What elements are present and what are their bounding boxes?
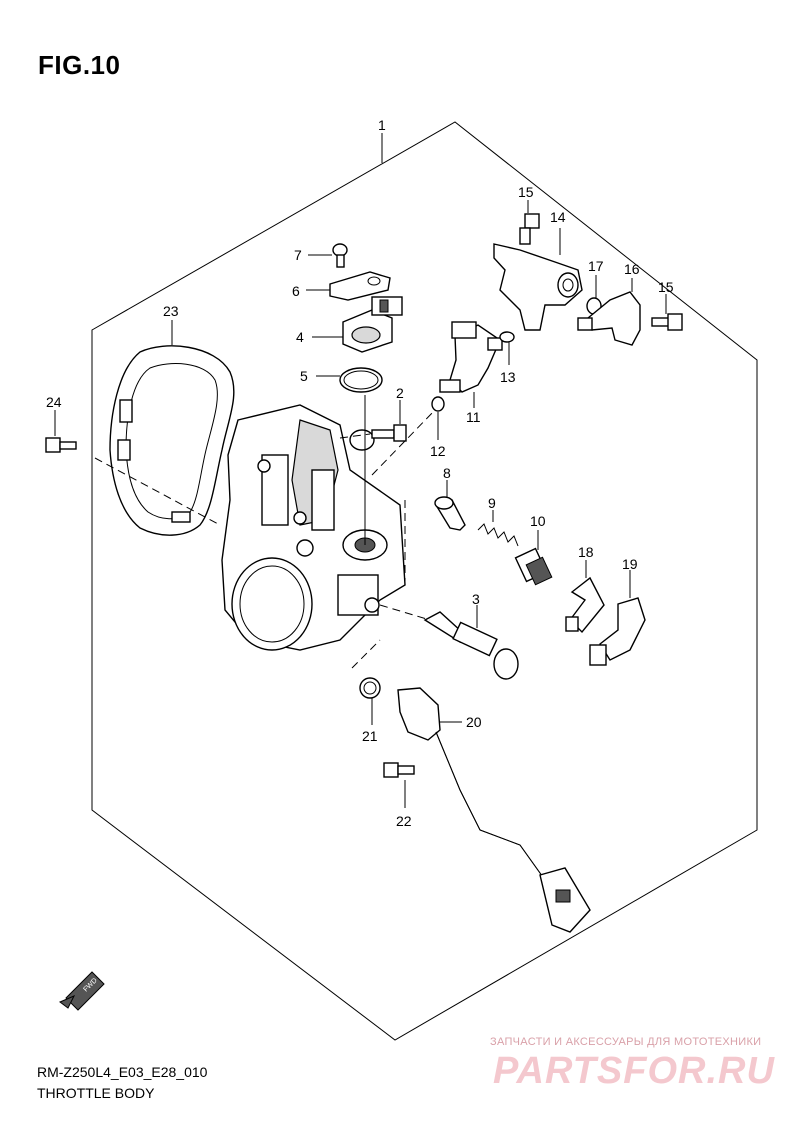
part-12-o-ring[interactable] [431, 396, 445, 412]
part-21-o-ring[interactable] [359, 677, 381, 699]
part-15-bolt-right[interactable] [651, 313, 683, 331]
figure-title: FIG.10 [38, 50, 121, 80]
part-16-joint[interactable] [577, 291, 641, 346]
part-9-spring[interactable] [477, 523, 519, 547]
part-13-o-ring[interactable] [499, 331, 515, 343]
callout-11: 11 [466, 409, 481, 425]
throttle-body-main[interactable] [221, 404, 406, 651]
part-7-screw[interactable] [332, 243, 348, 268]
part-24-bolt[interactable] [45, 437, 77, 453]
part-6-plate[interactable] [329, 271, 391, 301]
callout-4: 4 [296, 329, 304, 345]
callout-1: 1 [378, 117, 386, 133]
fwd-arrow: FWD [59, 971, 105, 1011]
watermark-brand: PARTSFOR.RU [493, 1050, 775, 1092]
part-11-fuel-injector[interactable] [439, 321, 503, 393]
callout-14: 14 [550, 209, 566, 225]
callout-2: 2 [396, 385, 404, 401]
part-20-sensor-harness[interactable] [397, 687, 591, 933]
callout-21: 21 [362, 728, 378, 744]
callout-5: 5 [300, 368, 308, 384]
assembly-boundary [91, 121, 758, 1041]
callout-9: 9 [488, 495, 496, 511]
part-2-bolt[interactable] [371, 424, 407, 442]
callout-15-right: 15 [658, 279, 674, 295]
callout-7: 7 [294, 247, 302, 263]
callout-3: 3 [472, 591, 480, 607]
callout-10: 10 [530, 513, 546, 529]
callout-19: 19 [622, 556, 638, 572]
part-4-throttle-position-sensor[interactable] [342, 296, 403, 353]
callout-23: 23 [163, 303, 179, 319]
callout-6: 6 [292, 283, 300, 299]
part-8-plunger[interactable] [434, 496, 466, 531]
part-5-o-ring[interactable] [339, 367, 383, 393]
part-19-elbow-hose[interactable] [589, 597, 646, 666]
callout-18: 18 [578, 544, 594, 560]
callout-12: 12 [430, 443, 446, 459]
diagram-name: THROTTLE BODY [37, 1085, 155, 1101]
callout-17: 17 [588, 258, 604, 274]
callout-8: 8 [443, 465, 451, 481]
part-18-hose[interactable] [565, 576, 605, 634]
diagram-code: RM-Z250L4_E03_E28_010 [37, 1064, 208, 1080]
callout-16: 16 [624, 261, 640, 277]
callout-20: 20 [466, 714, 482, 730]
part-23-cover[interactable] [109, 345, 235, 536]
watermark-subtitle: ЗАПЧАСТИ И АКСЕССУАРЫ ДЛЯ МОТОТЕХНИКИ [490, 1036, 762, 1048]
callout-24: 24 [46, 394, 62, 410]
part-10-fitting[interactable] [514, 547, 553, 586]
part-14-bracket[interactable] [493, 243, 583, 331]
callout-22: 22 [396, 813, 412, 829]
part-3-adjusting-screw[interactable] [423, 611, 519, 680]
callout-15-top: 15 [518, 184, 534, 200]
callout-13: 13 [500, 369, 516, 385]
part-22-bolt[interactable] [383, 762, 415, 778]
part-15-bolt-top[interactable] [519, 213, 540, 245]
